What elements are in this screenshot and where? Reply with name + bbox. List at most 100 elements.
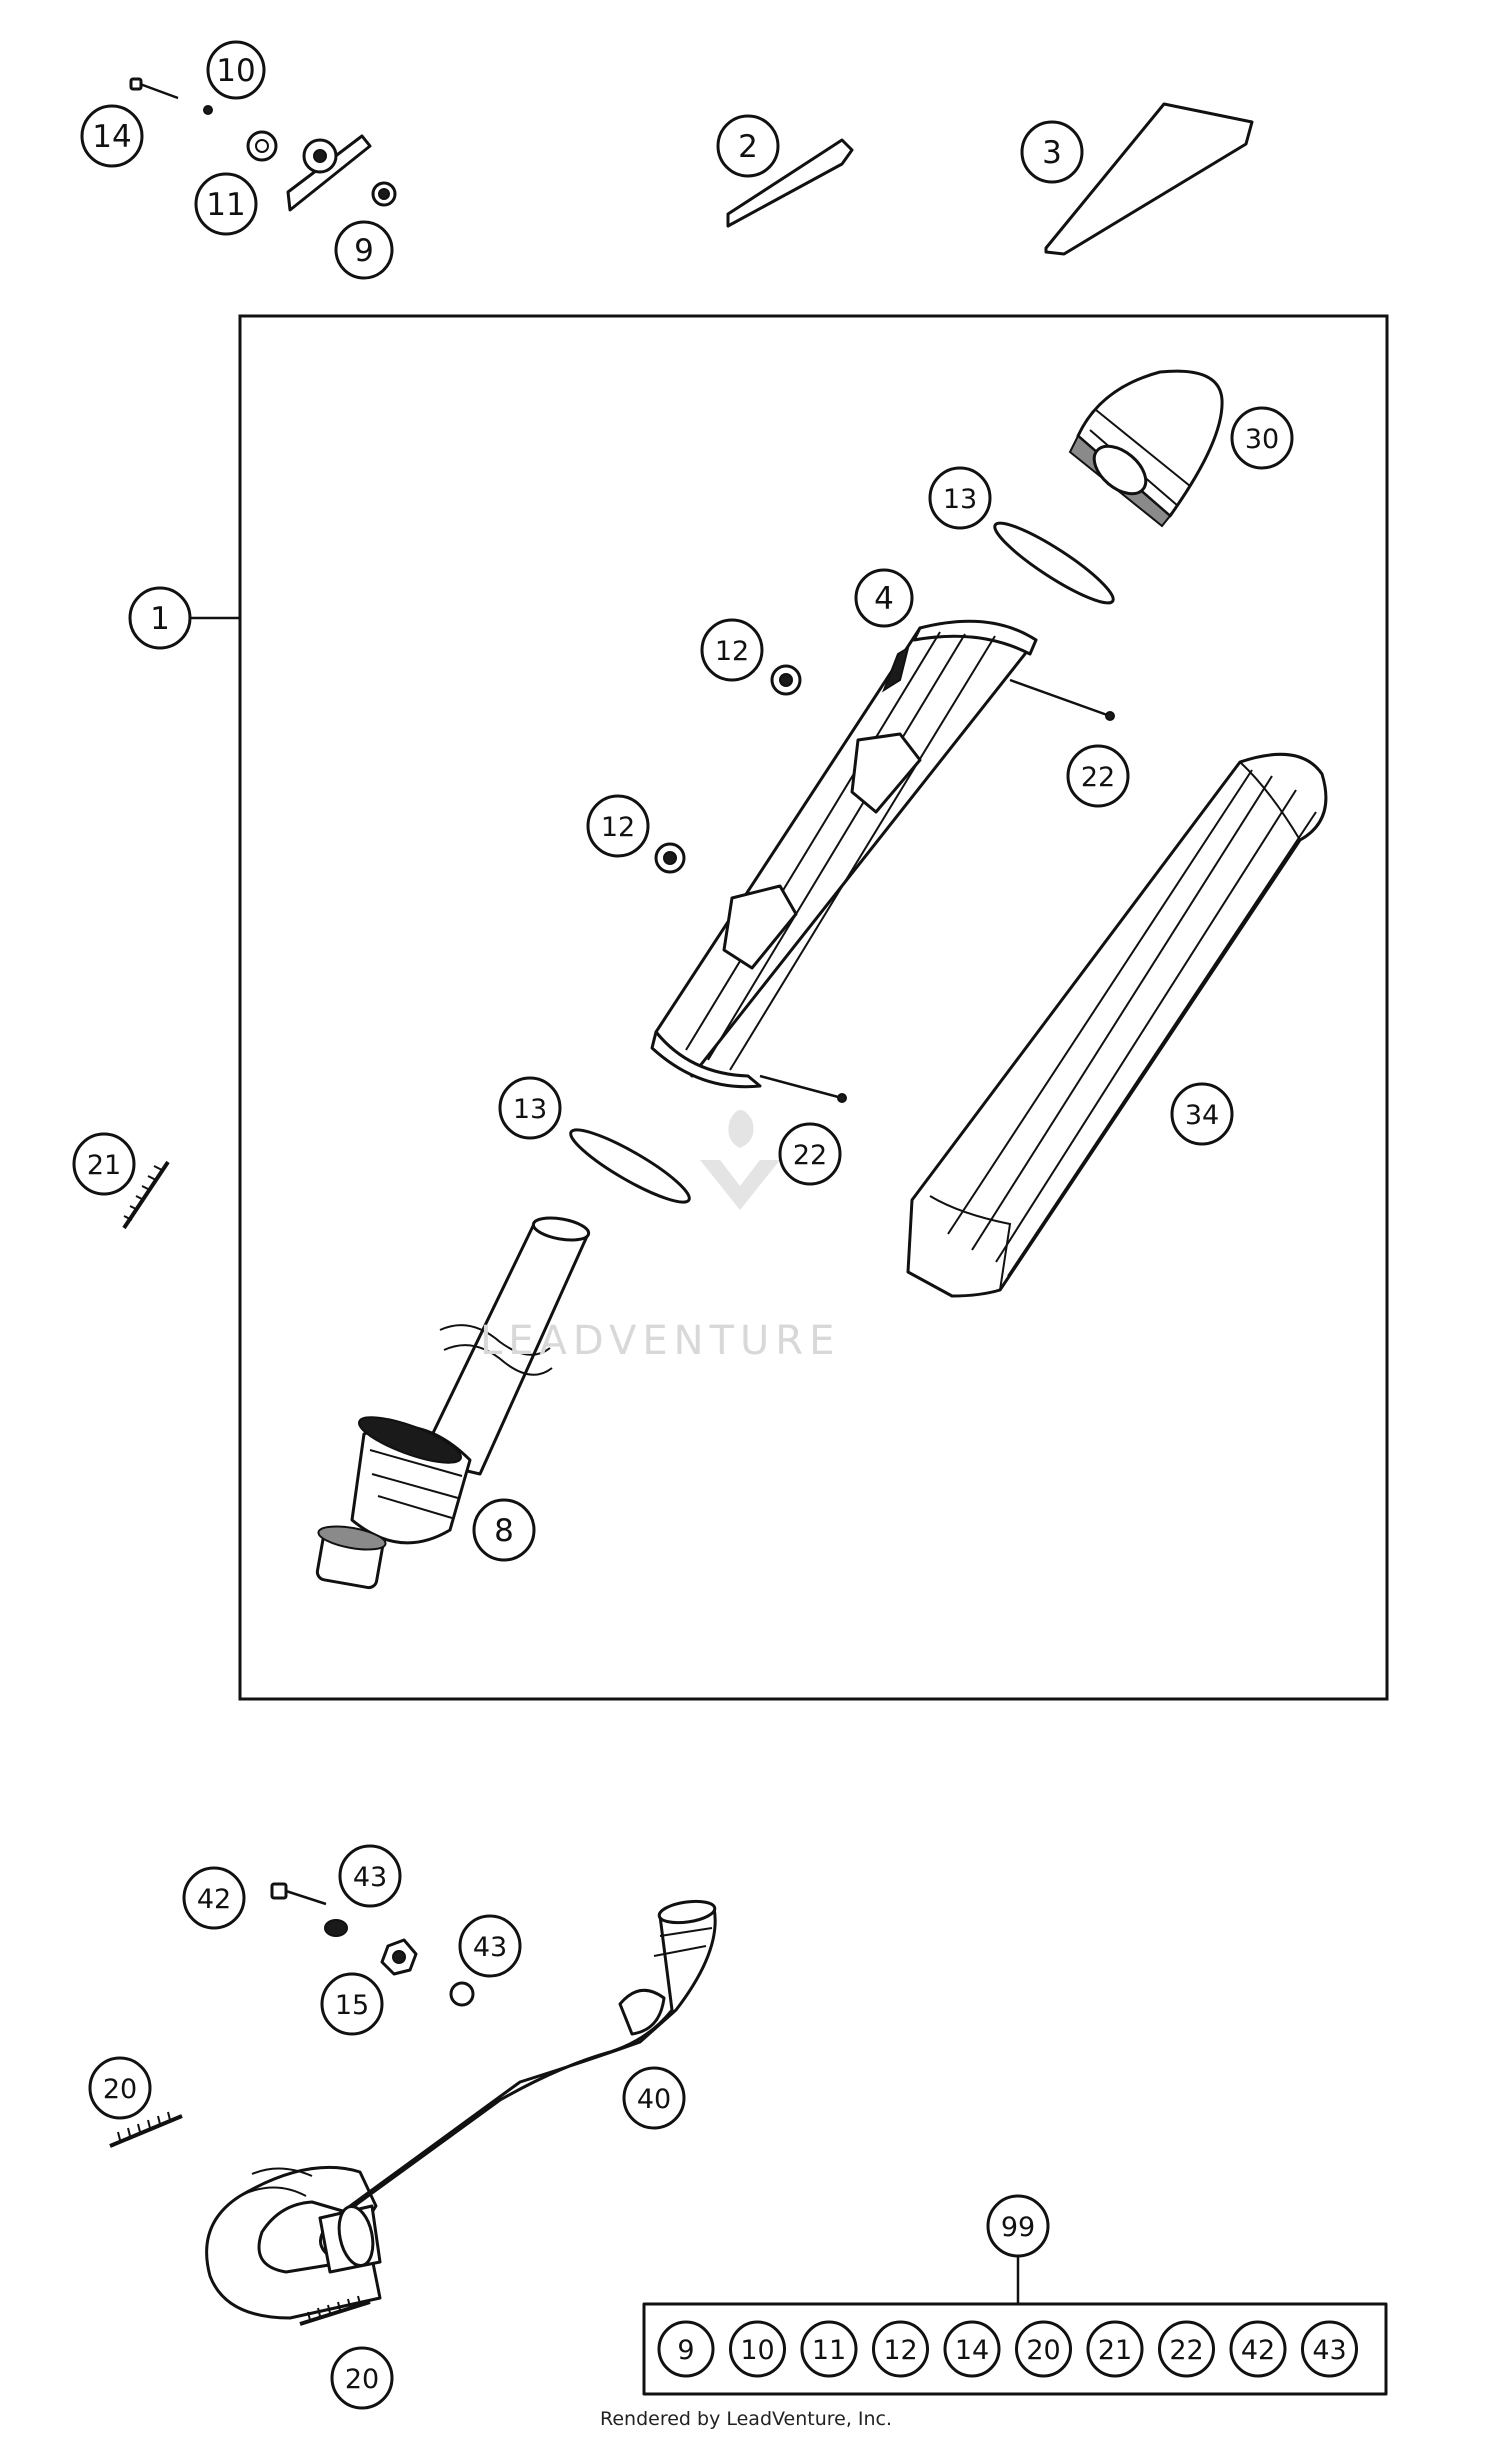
watermark-text: LEADVENTURE bbox=[480, 1318, 840, 1364]
svg-text:4: 4 bbox=[874, 581, 894, 617]
pipe-part-8 bbox=[315, 1216, 591, 1590]
svg-text:21: 21 bbox=[87, 1150, 121, 1181]
header-pipe-part-40 bbox=[205, 1899, 717, 2320]
svg-text:8: 8 bbox=[494, 1513, 514, 1549]
callout-3: 3 bbox=[1020, 120, 1084, 184]
kit-item-label: 12 bbox=[883, 2335, 917, 2366]
end-cap-part-30 bbox=[1068, 369, 1224, 528]
kit-item-11: 11 bbox=[800, 2320, 858, 2378]
callout-15: 15 bbox=[320, 1972, 384, 2036]
callout-4: 4 bbox=[854, 568, 914, 628]
svg-text:43: 43 bbox=[473, 1932, 507, 1963]
protector-part-2 bbox=[726, 138, 854, 228]
svg-text:40: 40 bbox=[637, 2084, 671, 2115]
svg-text:99: 99 bbox=[1001, 2212, 1035, 2243]
callout-14: 14 bbox=[80, 104, 144, 168]
callout-20: 20 bbox=[88, 2056, 152, 2120]
protector-part-3 bbox=[1044, 102, 1254, 256]
bolt-part-14 bbox=[129, 77, 179, 100]
spring-part-21 bbox=[122, 1160, 170, 1230]
kit-item-label: 11 bbox=[812, 2335, 846, 2366]
callout-42: 42 bbox=[182, 1866, 246, 1930]
callout-labels: 14 10 11 9 2 3 1 30 13 4 12 22 12 34 21 … bbox=[72, 40, 1294, 2410]
kit-item-14: 14 bbox=[943, 2320, 1001, 2378]
callout-40: 40 bbox=[622, 2066, 686, 2130]
kit-item-9: 9 bbox=[657, 2320, 715, 2378]
kit-item-label: 42 bbox=[1241, 2335, 1275, 2366]
callout-12: 12 bbox=[586, 794, 650, 858]
callout-21: 21 bbox=[72, 1132, 136, 1196]
nut-part-15 bbox=[380, 1938, 418, 1976]
kit-item-42: 42 bbox=[1229, 2320, 1287, 2378]
kit-item-label: 20 bbox=[1026, 2335, 1060, 2366]
svg-text:12: 12 bbox=[715, 636, 749, 667]
kit-item-label: 10 bbox=[740, 2335, 774, 2366]
bracket-part bbox=[286, 134, 372, 212]
kit-item-label: 21 bbox=[1098, 2335, 1132, 2366]
callout-34: 34 bbox=[1170, 1082, 1234, 1146]
washer-part-10 bbox=[203, 105, 213, 115]
svg-text:15: 15 bbox=[335, 1990, 369, 2021]
callout-8: 8 bbox=[472, 1498, 536, 1562]
muffler-inner-part-4 bbox=[650, 619, 1115, 1103]
callout-12: 12 bbox=[700, 618, 764, 682]
svg-text:10: 10 bbox=[216, 53, 255, 89]
svg-text:12: 12 bbox=[601, 812, 635, 843]
kit-item-20: 20 bbox=[1015, 2320, 1072, 2378]
callout-20: 20 bbox=[330, 2346, 394, 2410]
bolt-part-42 bbox=[270, 1882, 327, 1906]
nut-part-12-lower bbox=[654, 842, 686, 874]
svg-text:11: 11 bbox=[206, 187, 245, 223]
callout-22: 22 bbox=[778, 1122, 842, 1186]
callout-22: 22 bbox=[1066, 744, 1130, 808]
svg-text:42: 42 bbox=[197, 1884, 231, 1915]
kit-item-label: 43 bbox=[1312, 2335, 1346, 2366]
svg-text:9: 9 bbox=[354, 233, 374, 269]
kit-item-10: 10 bbox=[729, 2320, 786, 2378]
gasket-part-13-lower bbox=[569, 1128, 691, 1204]
nut-part-11 bbox=[246, 130, 278, 162]
kit-item-22: 22 bbox=[1158, 2320, 1215, 2378]
kit-item-43: 43 bbox=[1301, 2320, 1358, 2378]
svg-text:22: 22 bbox=[793, 1140, 827, 1171]
callout-13: 13 bbox=[498, 1076, 562, 1140]
callout-1: 1 bbox=[128, 586, 192, 650]
assembly-box bbox=[238, 314, 1389, 1701]
washer-part-43-upper bbox=[324, 1919, 348, 1937]
svg-text:3: 3 bbox=[1042, 135, 1062, 171]
gasket-part-13-upper bbox=[993, 521, 1115, 605]
svg-text:13: 13 bbox=[513, 1094, 547, 1125]
callout-43: 43 bbox=[458, 1914, 522, 1978]
kit-item-label: 9 bbox=[677, 2335, 694, 2366]
callout-2: 2 bbox=[716, 114, 780, 178]
svg-text:30: 30 bbox=[1245, 424, 1279, 455]
kit-item-label: 22 bbox=[1169, 2335, 1203, 2366]
spring-part-20-upper bbox=[109, 2111, 183, 2148]
spring-part-20-lower bbox=[299, 2295, 371, 2326]
svg-text:20: 20 bbox=[103, 2074, 137, 2105]
leadventure-watermark: LEADVENTURE bbox=[480, 1110, 840, 1364]
callout-9: 9 bbox=[334, 220, 394, 280]
svg-text:2: 2 bbox=[738, 129, 758, 165]
svg-text:34: 34 bbox=[1185, 1100, 1219, 1131]
credit-text: Rendered by LeadVenture, Inc. bbox=[600, 2408, 892, 2430]
svg-text:43: 43 bbox=[353, 1862, 387, 1893]
muffler-outer-part-34 bbox=[906, 752, 1328, 1298]
callout-13: 13 bbox=[928, 466, 992, 530]
nut-part-9 bbox=[371, 181, 397, 207]
callout-43: 43 bbox=[338, 1844, 402, 1908]
callout-99: 99 bbox=[986, 2194, 1050, 2258]
svg-text:22: 22 bbox=[1081, 762, 1115, 793]
svg-text:13: 13 bbox=[943, 484, 977, 515]
svg-text:20: 20 bbox=[345, 2364, 379, 2395]
nut-part-12-upper bbox=[770, 664, 802, 696]
callout-10: 10 bbox=[206, 40, 266, 100]
kit-item-12: 12 bbox=[872, 2320, 929, 2378]
kit-item-21: 21 bbox=[1086, 2320, 1144, 2378]
callout-11: 11 bbox=[194, 172, 258, 236]
svg-text:14: 14 bbox=[92, 119, 131, 155]
washer-part-43-lower bbox=[449, 1981, 475, 2007]
callout-30: 30 bbox=[1230, 406, 1294, 470]
kit-item-label: 14 bbox=[955, 2335, 989, 2366]
